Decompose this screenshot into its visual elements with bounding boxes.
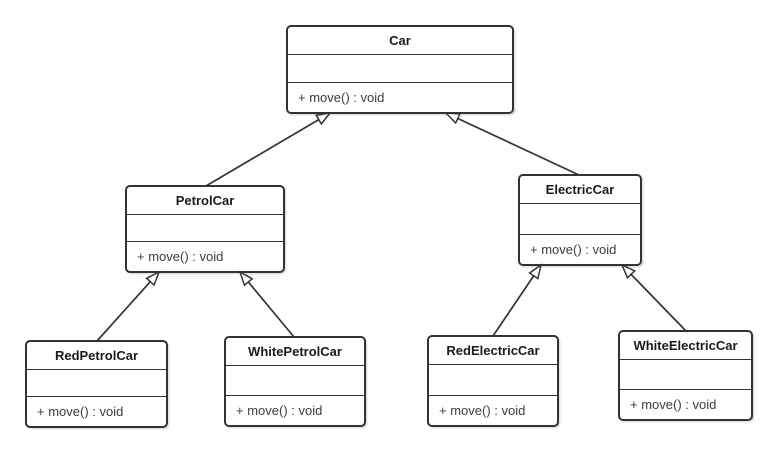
class-attributes-redelectriccar	[429, 365, 557, 396]
edge-redpetrolcar-to-petrolcar[interactable]	[96, 272, 159, 342]
class-method-redpetrolcar: + move() : void	[37, 404, 124, 419]
class-method-electriccar: + move() : void	[530, 242, 617, 257]
class-box-whiteelectriccar[interactable]: WhiteElectricCar + move() : void	[618, 330, 753, 421]
edge-redelectriccar-to-electriccar[interactable]	[492, 265, 541, 337]
class-name-petrolcar: PetrolCar	[127, 187, 283, 215]
class-method-redelectriccar: + move() : void	[439, 403, 526, 418]
class-box-petrolcar[interactable]: PetrolCar + move() : void	[125, 185, 285, 273]
class-name-redelectriccar: RedElectricCar	[429, 337, 557, 365]
class-method-car: + move() : void	[298, 90, 385, 105]
class-name-car: Car	[288, 27, 512, 55]
class-box-redpetrolcar[interactable]: RedPetrolCar + move() : void	[25, 340, 168, 428]
class-method-petrolcar: + move() : void	[137, 249, 224, 264]
class-attributes-whitepetrolcar	[226, 366, 364, 396]
class-name-whiteelectriccar: WhiteElectricCar	[620, 332, 751, 360]
class-attributes-petrolcar	[127, 215, 283, 242]
class-method-whitepetrolcar: + move() : void	[236, 403, 323, 418]
class-attributes-redpetrolcar	[27, 370, 166, 397]
class-name-whitepetrolcar: WhitePetrolCar	[226, 338, 364, 366]
edge-whiteelectriccar-to-electriccar[interactable]	[622, 265, 687, 332]
class-box-whitepetrolcar[interactable]: WhitePetrolCar + move() : void	[224, 336, 366, 427]
edge-petrolcar-to-car[interactable]	[205, 113, 330, 187]
class-box-electriccar[interactable]: ElectricCar + move() : void	[518, 174, 642, 266]
edge-electriccar-to-car[interactable]	[446, 113, 580, 176]
class-name-electriccar: ElectricCar	[520, 176, 640, 204]
class-box-car[interactable]: Car + move() : void	[286, 25, 514, 114]
class-attributes-car	[288, 55, 512, 83]
class-method-whiteelectriccar: + move() : void	[630, 397, 717, 412]
class-attributes-whiteelectriccar	[620, 360, 751, 390]
class-attributes-electriccar	[520, 204, 640, 235]
class-name-redpetrolcar: RedPetrolCar	[27, 342, 166, 370]
edge-whitepetrolcar-to-petrolcar[interactable]	[240, 272, 295, 338]
class-box-redelectriccar[interactable]: RedElectricCar + move() : void	[427, 335, 559, 427]
